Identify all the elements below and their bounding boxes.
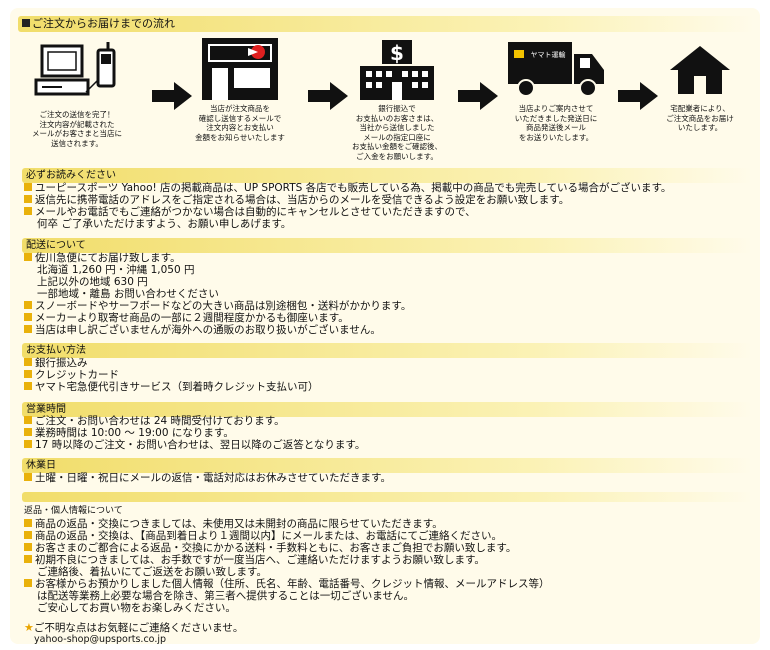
arrow-right-icon [308,82,348,110]
list-item: 17 時以降のご注文・お問い合わせは、翌日以降のご返答となります。 [24,439,754,451]
list-item: 業務時間は 10:00 ～ 19:00 になります。 [24,427,754,439]
bank-icon: $ [360,40,434,100]
list-item: 初期不良につきましては、お手数ですが一度当店へ、ご連絡いただけますようお願い致し… [24,554,754,566]
list-item: 何卒 ご了承いただけますよう、お願い申しあげます。 [37,218,292,230]
section-shipping: 佐川急便にてお届け致します。 北海道 1,260 円・沖縄 1,050 円 上記… [24,252,754,336]
section-header-notice: 必ずお読みください [22,168,752,183]
list-item: 銀行振込み [24,357,754,369]
section-header-returns: 返品・個人情報について [24,506,123,516]
arrow-right-icon [152,82,192,110]
flow-step-delivery: 宅配業者により、 ご注文商品をお届け いたします。 [666,44,734,132]
footer-email[interactable]: yahoo-shop@upsports.co.jp [34,634,167,645]
flow-step-confirm: 当店が注文商品を 確認し送信するメールで 注文内容とお支払い 金額をお知らせいた… [195,34,285,142]
list-item: クレジットカード [24,369,754,381]
section-payment: 銀行振込み クレジットカード ヤマト宅急便代引きサービス（到着時クレジット支払い… [24,357,754,393]
flow-step-payment-text: 銀行振込で お支払いのお客さまは、 当社から送信しました メールの指定口座に お… [352,104,442,161]
star-icon: ★ [24,621,34,634]
order-flow: ご注文の送信を完了！ 注文内容が記載された メールがお客さまと当店に 送信されま… [18,34,750,164]
list-item: ご安心してお買い物をお楽しみください。 [37,602,236,614]
list-item: 返信先に携帯電話のアドレスをご指定される場合は、当店からのメールを受信できるよう… [24,194,754,206]
section-header-holidays: 休業日 [22,458,752,473]
list-item: ユーピースポーツ Yahoo! 店の掲載商品は、UP SPORTS 各店でも販売… [24,182,754,194]
list-item: 当店は申し訳ございませんが海外への通販のお取り扱いがございません。 [24,324,754,336]
flow-header: ご注文からお届けまでの流れ [18,16,754,32]
section-header-hours: 営業時間 [22,402,752,417]
flow-step-confirm-text: 当店が注文商品を 確認し送信するメールで 注文内容とお支払い 金額をお知らせいた… [195,104,285,142]
arrow-right-icon [618,82,658,110]
section-header-payment: お支払い方法 [22,343,752,358]
section-hours: ご注文・お問い合わせは 24 時間受付けております。 業務時間は 10:00 ～… [24,415,754,451]
flow-step-shipping: ヤマト運輸 当店よりご案内させて いただきました発送日に 商品発送後メール をお… [506,38,606,142]
list-item: 土曜・日曜・祝日にメールの返信・電話対応はお休みさせていただきます。 [24,472,754,484]
section-holidays: 土曜・日曜・祝日にメールの返信・電話対応はお休みさせていただきます。 [24,472,754,484]
section-header-shipping: 配送について [22,238,752,253]
section-returns: 商品の返品・交換につきましては、未使用又は未開封の商品に限らせていただきます。 … [24,518,754,614]
list-item: メールやお電話でもご連絡がつかない場合は自動的にキャンセルとさせていただきますの… [24,206,754,218]
delivery-truck-icon: ヤマト運輸 [508,42,604,97]
flow-step-payment: $ 銀行振込で お支払いのお客さまは、 当社から送信しました メールの指定口座に… [352,38,442,161]
list-item: スノーボードやサーフボードなどの大きい商品は別途梱包・送料がかかります。 [24,300,754,312]
footer-note: ★ご不明な点はお気軽にご連絡くださいませ。 [24,621,244,635]
list-item: 北海道 1,260 円・沖縄 1,050 円 [37,264,195,276]
list-item: 商品の返品・交換につきましては、未使用又は未開封の商品に限らせていただきます。 [24,518,754,530]
list-item: ご連絡後、着払いにてご返送をお願い致します。 [37,566,267,578]
list-item: お客さまのご都合による返品・交換にかかる送料・手数料ともに、お客さまご負担でお願… [24,542,754,554]
flow-step-shipping-text: 当店よりご案内させて いただきました発送日に 商品発送後メール をお送りいたしま… [514,104,598,142]
house-icon [670,46,730,94]
section-divider [22,492,752,502]
list-item: 一部地域・離島 お問い合わせください [37,288,219,300]
list-item: ご注文・お問い合わせは 24 時間受付けております。 [24,415,754,427]
list-item: メーカーより取寄せ商品の一部に２週間程度かかるも御座います。 [24,312,754,324]
list-item: 上記以外の地域 630 円 [37,276,148,288]
svg-text:ヤマト運輸: ヤマト運輸 [531,50,566,59]
section-notice: ユーピースポーツ Yahoo! 店の掲載商品は、UP SPORTS 各店でも販売… [24,182,754,230]
square-icon [22,19,30,27]
flow-step-delivery-text: 宅配業者により、 ご注文商品をお届け いたします。 [666,104,734,132]
list-item: 佐川急便にてお届け致します。 [24,252,754,264]
list-item: は配送等業務上必要な場合を除き、第三者へ提供することは一切ございません。 [37,590,414,602]
flow-step-order: ご注文の送信を完了！ 注文内容が記載された メールがお客さまと当店に 送信されま… [32,40,122,148]
list-item: ヤマト宅急便代引きサービス（到着時クレジット支払い可） [24,381,754,393]
flow-step-order-text: ご注文の送信を完了！ 注文内容が記載された メールがお客さまと当店に 送信されま… [32,110,122,148]
computer-phone-icon [34,42,116,96]
list-item: 商品の返品・交換は、【商品到着日より１週間以内】にメールまたは、お電話にてご連絡… [24,530,754,542]
list-item: お客様からお預かりしました個人情報（住所、氏名、年齢、電話番号、クレジット情報、… [24,578,754,590]
info-panel [10,8,760,644]
arrow-right-icon [458,82,498,110]
store-icon [202,38,278,100]
svg-text:$: $ [390,41,404,65]
